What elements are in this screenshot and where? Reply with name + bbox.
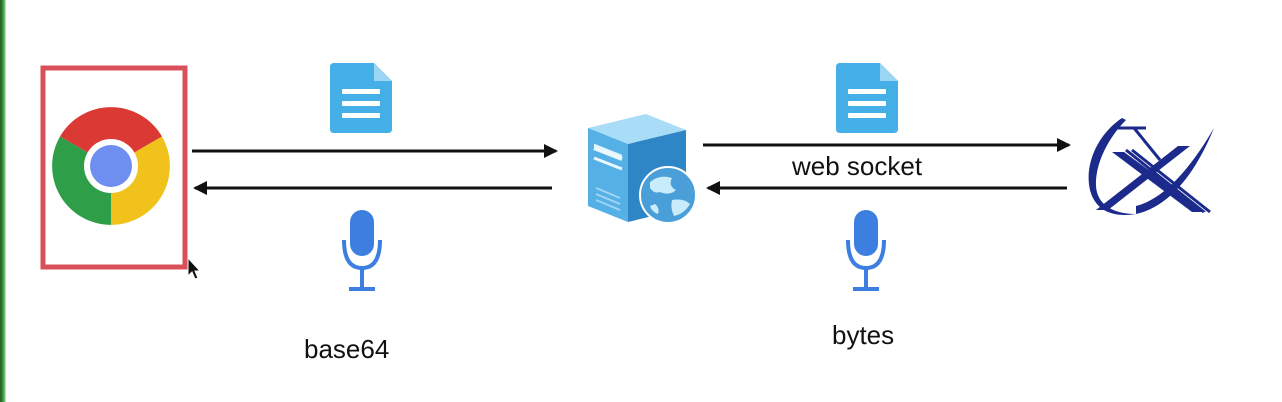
browser-highlight-box[interactable] <box>40 65 188 270</box>
x-logo[interactable] <box>1088 118 1214 215</box>
window-edge <box>0 0 6 402</box>
websocket-label: web socket <box>792 151 923 181</box>
base64-label: base64 <box>304 334 390 364</box>
microphone-icon <box>846 210 886 291</box>
mouse-cursor-icon <box>187 256 202 280</box>
document-icon <box>836 63 898 133</box>
server-globe-icon[interactable] <box>588 114 697 224</box>
chrome-icon[interactable] <box>52 107 170 225</box>
microphone-icon <box>342 210 382 291</box>
bytes-label: bytes <box>832 320 895 350</box>
document-icon <box>330 63 392 133</box>
